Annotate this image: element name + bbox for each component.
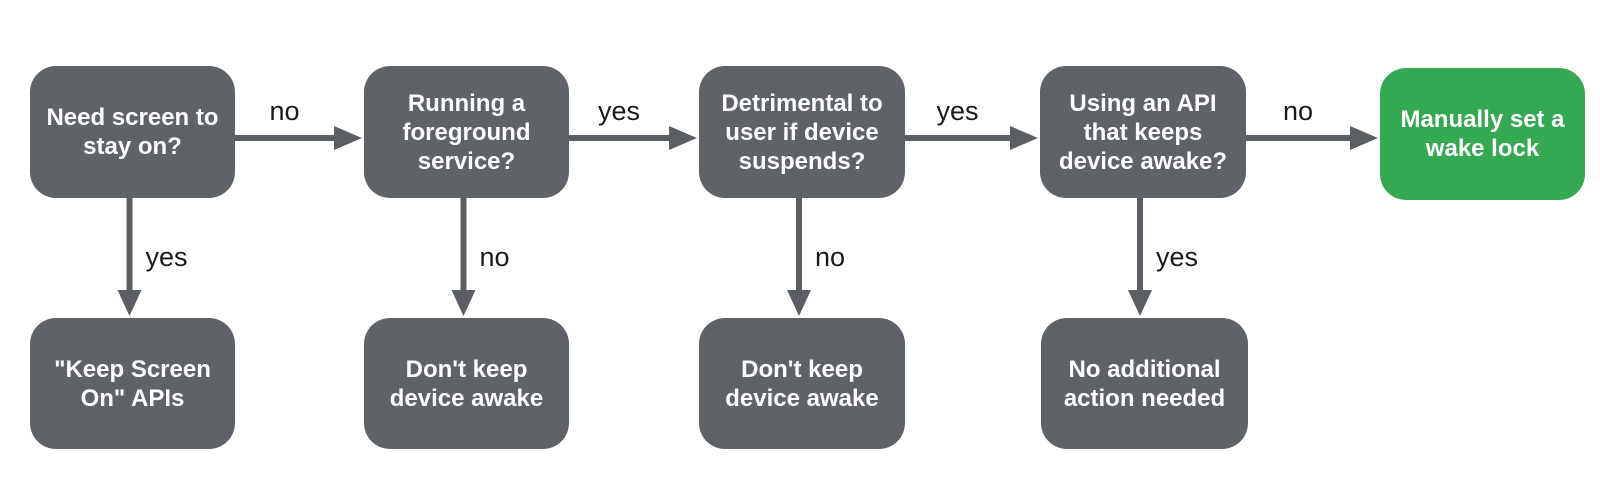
edge-arrowhead-q1-a1 [117,290,142,316]
flow-node-label: Manually set a wake lock [1400,106,1565,162]
flow-node-label: Detrimental to user if device suspends? [721,89,883,175]
edge-arrowhead-q4-a4 [1128,290,1152,316]
edge-arrowhead-q2-q3 [669,126,697,150]
edge-arrowhead-q2-a2 [451,290,476,316]
flow-node-label: "Keep Screen On" APIs [54,355,211,412]
flow-node-a4: No additional action needed [1041,318,1248,449]
edge-label-q2-q3: yes [597,96,641,126]
flow-node-q4: Using an API that keeps device awake? [1040,66,1246,198]
edge-arrowhead-q4-t1 [1350,126,1378,150]
edge-label-q1-q2: no [269,96,300,126]
edge-arrowhead-q3-q4 [1010,126,1038,150]
edge-arrowhead-q1-q2 [334,126,362,150]
flow-node-label: Using an API that keeps device awake? [1058,89,1228,175]
edge-label-q3-q4: yes [936,96,979,126]
flow-node-a3: Don't keep device awake [699,318,905,449]
flow-node-q2: Running a foreground service? [364,66,569,198]
flow-node-q3: Detrimental to user if device suspends? [699,66,905,198]
edge-label-q3-a3: no [815,242,846,272]
flow-node-a2: Don't keep device awake [364,318,569,449]
flow-node-q1: Need screen to stay on? [30,66,235,198]
edge-label-q4-t1: no [1282,96,1314,126]
flow-node-label: Need screen to stay on? [46,104,219,160]
flow-node-t1: Manually set a wake lock [1380,68,1585,200]
flow-node-a1: "Keep Screen On" APIs [30,318,235,449]
flow-node-label: Don't keep device awake [389,355,544,412]
edge-label-q4-a4: yes [1156,242,1199,272]
edge-label-q1-a1: yes [145,242,188,272]
edge-label-q2-a2: no [479,242,510,272]
flow-node-label: Don't keep device awake [725,355,879,412]
flow-node-label: Running a foreground service? [402,89,531,175]
edge-arrowhead-q3-a3 [787,290,811,316]
flow-node-label: No additional action needed [1063,355,1226,412]
